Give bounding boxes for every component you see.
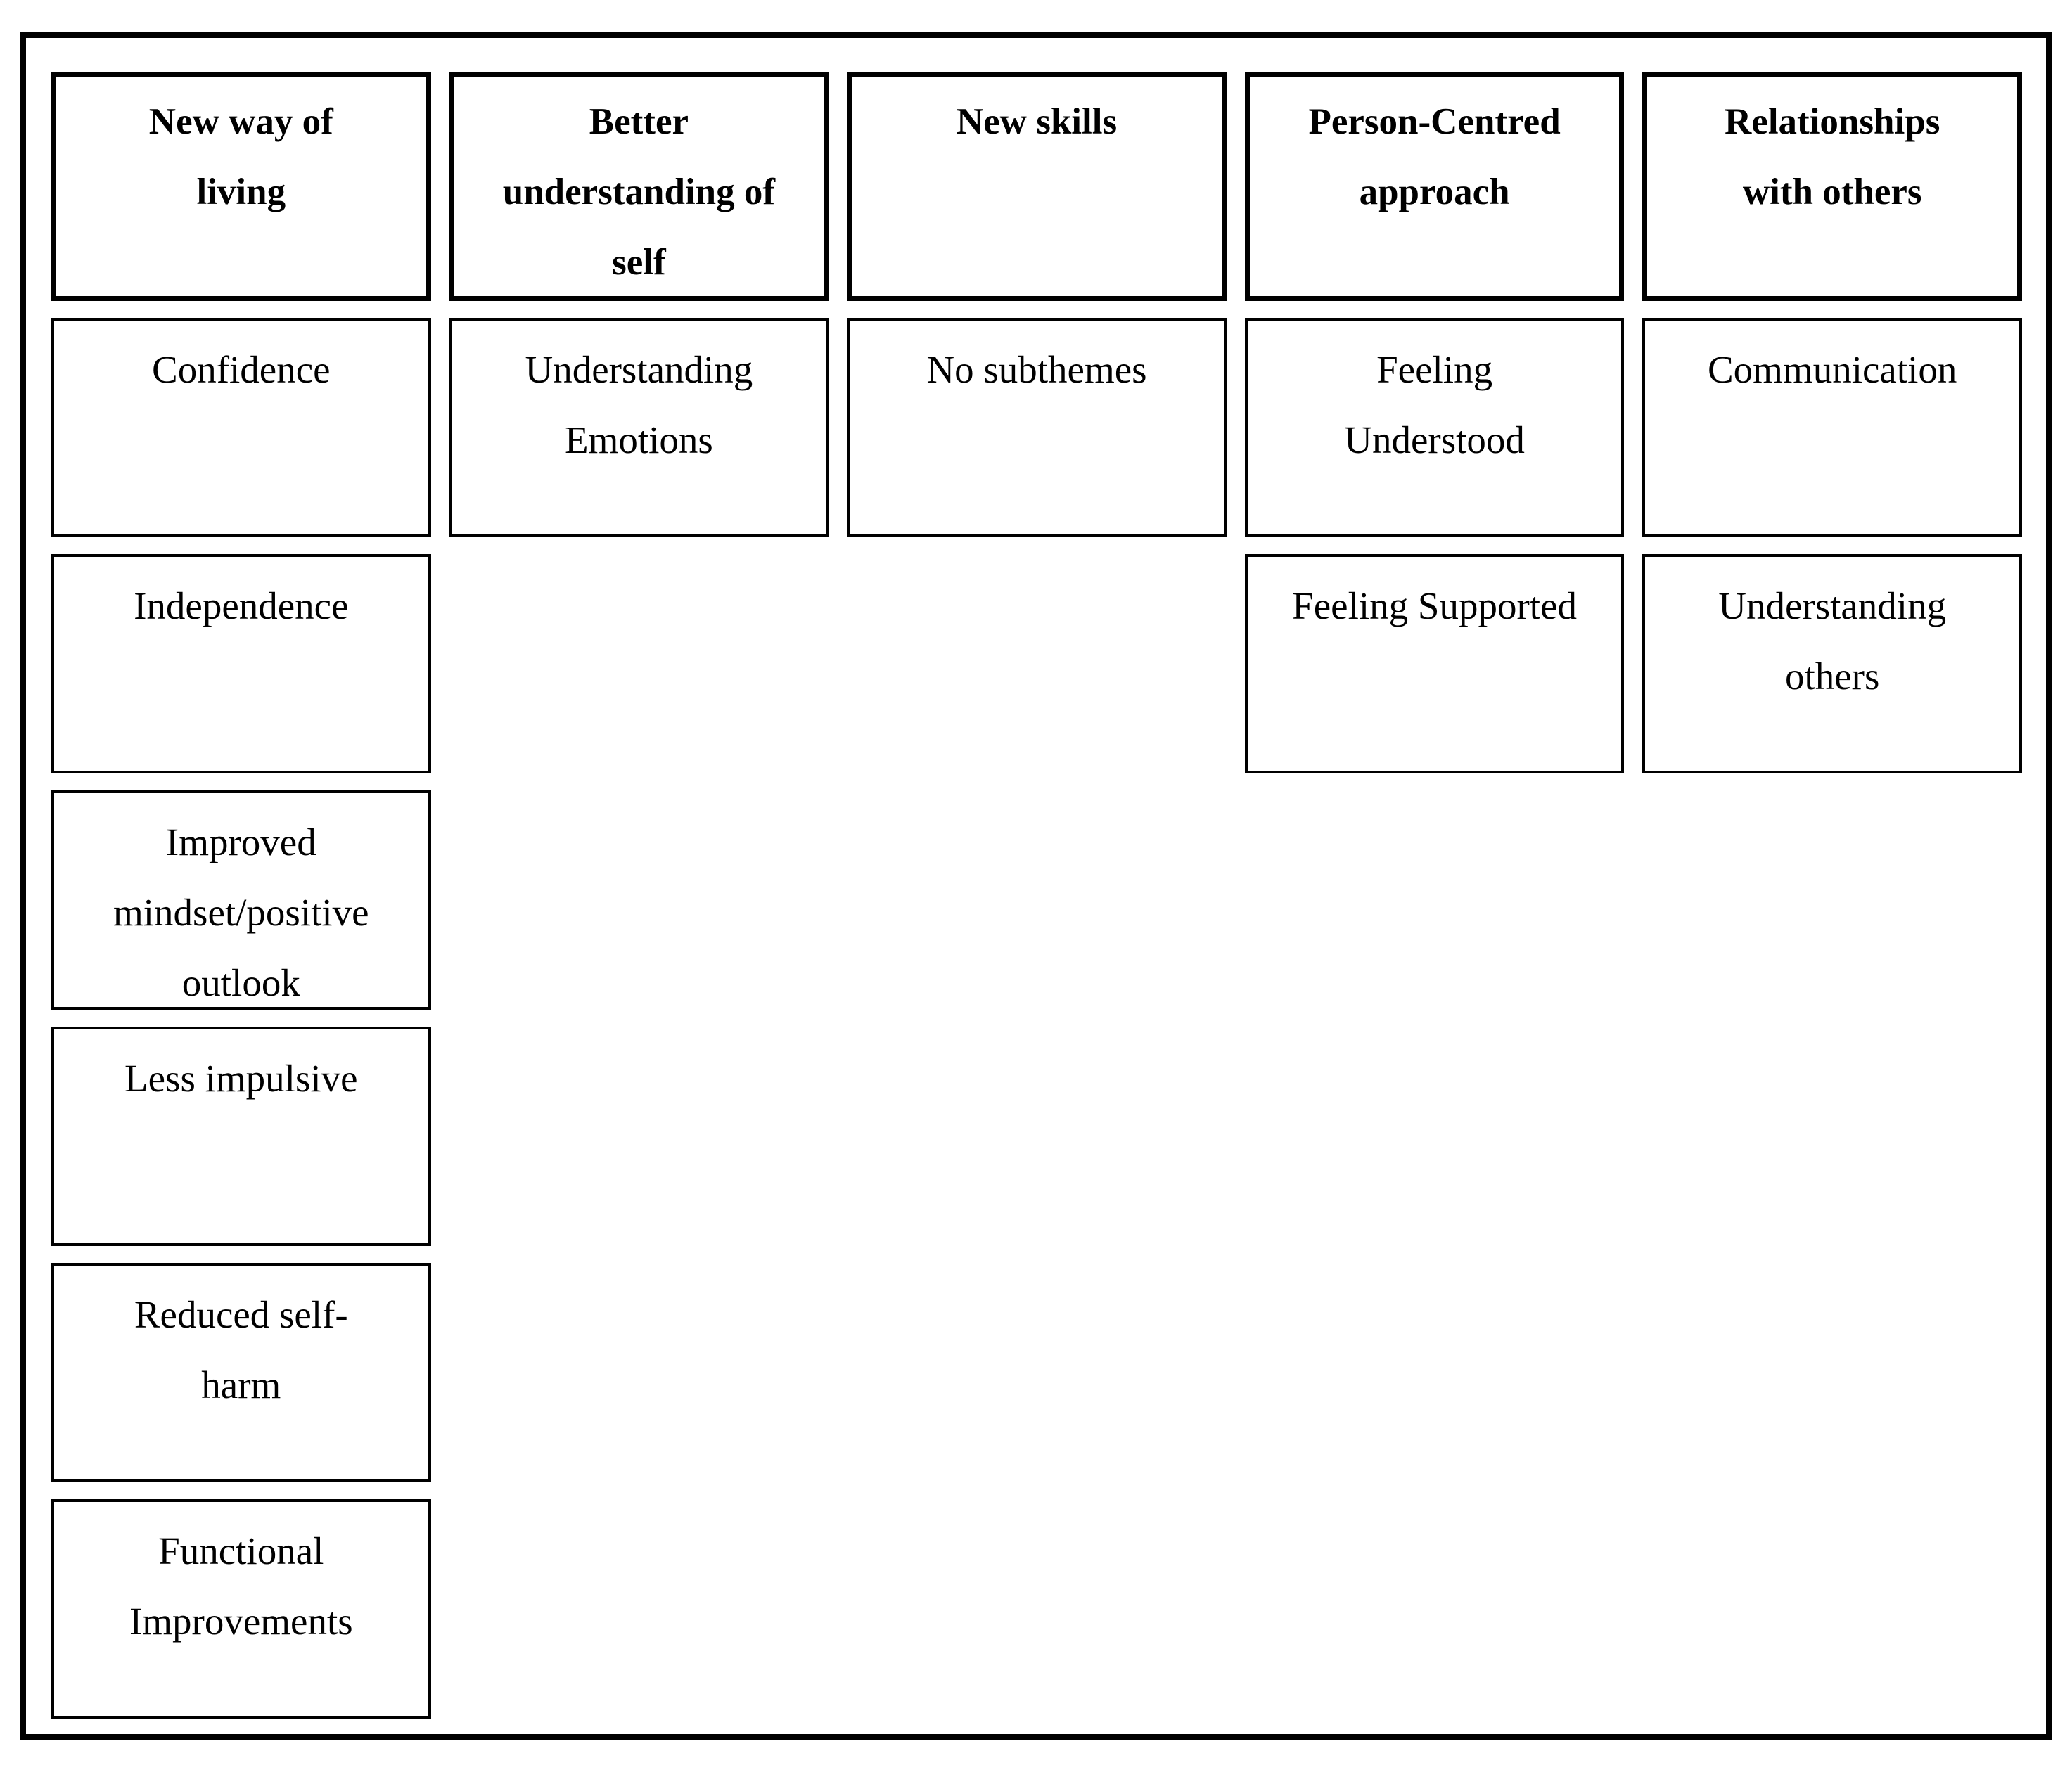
theme-box-person-centred-approach: Person-Centred approach [1244,72,1625,301]
figure-frame: New way of living Confidence Independenc… [20,32,2052,1740]
subtheme-box-improved-mindset-positive-outlook: Improved mindset/positive outlook [51,790,431,1010]
subtheme-box-less-impulsive: Less impulsive [51,1027,431,1246]
subtheme-box-understanding-others: Understanding others [1642,554,2022,773]
subtheme-box-feeling-supported: Feeling Supported [1244,554,1625,773]
subtheme-box-independence: Independence [51,554,431,773]
subtheme-box-communication: Communication [1642,318,2022,537]
theme-box-better-understanding-of-self: Better understanding of self [449,72,829,301]
theme-box-new-skills: New skills [847,72,1227,301]
subtheme-box-understanding-emotions: Understanding Emotions [449,318,829,537]
theme-box-relationships-with-others: Relationships with others [1642,72,2022,301]
subtheme-box-reduced-self-harm: Reduced self- harm [51,1263,431,1482]
subtheme-box-functional-improvements: Functional Improvements [51,1499,431,1719]
subtheme-box-confidence: Confidence [51,318,431,537]
themes-grid: New way of living Confidence Independenc… [26,38,2046,1719]
theme-box-new-way-of-living: New way of living [51,72,431,301]
subtheme-box-no-subthemes: No subthemes [847,318,1227,537]
subtheme-box-feeling-understood: Feeling Understood [1244,318,1625,537]
